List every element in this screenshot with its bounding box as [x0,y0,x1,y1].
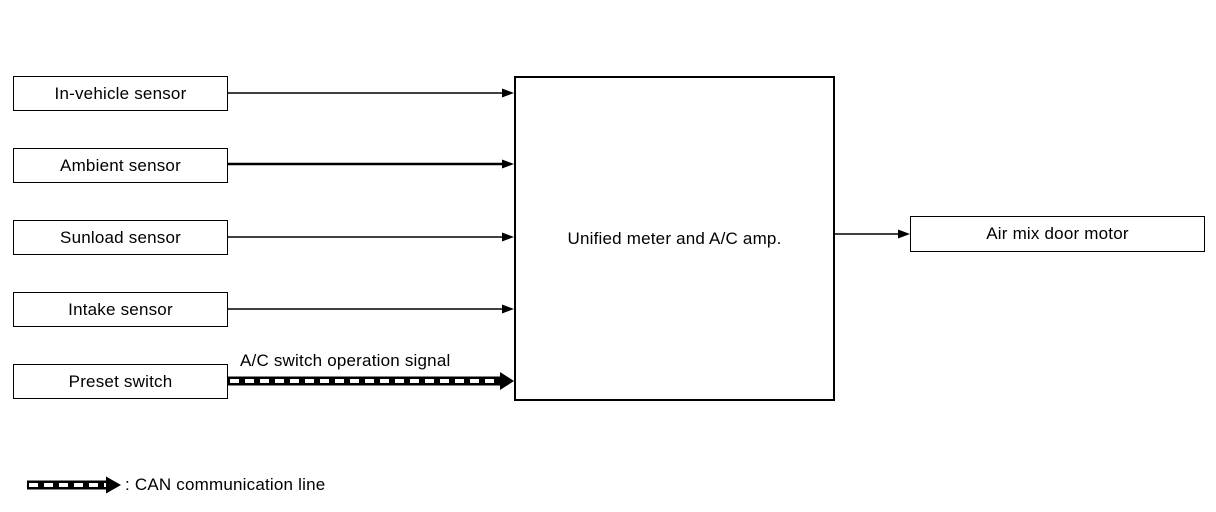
can-line [228,372,514,390]
legend-label: : CAN communication line [125,475,326,494]
preset-switch-label: Preset switch [68,371,173,391]
signal-wires [228,88,910,314]
can-signal-label: A/C switch operation signal [240,351,451,370]
ambient-sensor-box: Ambient sensor [13,148,228,183]
preset-switch-box: Preset switch [13,364,228,399]
in-vehicle-sensor-label: In-vehicle sensor [54,83,187,103]
air-mix-door-motor-box: Air mix door motor [910,216,1205,252]
unified-meter-ac-amp-box: Unified meter and A/C amp. [514,76,835,401]
arrowhead-ambient-sensor [502,159,514,169]
arrowhead-sunload-sensor [502,232,514,242]
sunload-sensor-box: Sunload sensor [13,220,228,255]
in-vehicle-sensor-box: In-vehicle sensor [13,76,228,111]
arrowhead-output [898,229,910,239]
intake-sensor-label: Intake sensor [68,299,173,319]
arrowhead-in-vehicle-sensor [502,88,514,98]
arrowhead-can-line [500,372,514,390]
ambient-sensor-label: Ambient sensor [60,155,181,175]
air-mix-door-motor-label: Air mix door motor [986,224,1129,243]
unified-meter-ac-amp-label: Unified meter and A/C amp. [567,228,782,248]
arrowhead-intake-sensor [502,304,514,314]
legend-can-line-sample [27,476,121,494]
sunload-sensor-label: Sunload sensor [60,227,181,247]
intake-sensor-box: Intake sensor [13,292,228,327]
